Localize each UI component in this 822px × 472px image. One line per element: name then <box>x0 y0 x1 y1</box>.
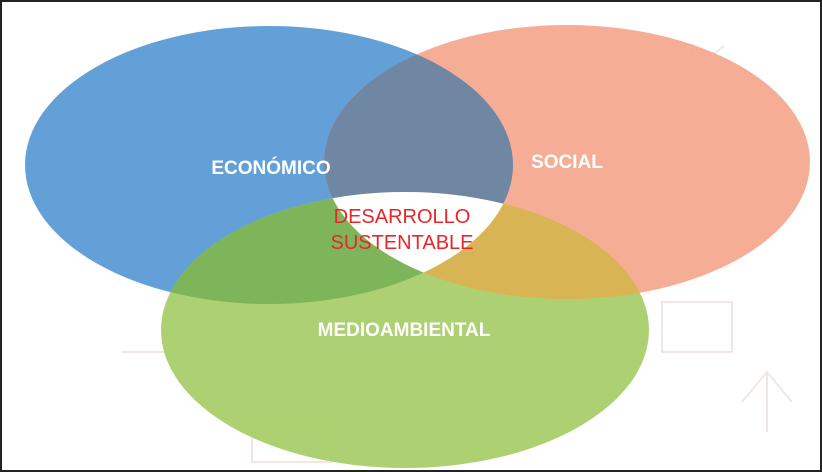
label-environmental: MEDIOAMBIENTAL <box>318 320 491 341</box>
watermark-illustrations <box>122 44 793 463</box>
label-economic: ECONÓMICO <box>211 157 330 179</box>
center-label-line2: SUSTENTABLE <box>331 232 474 254</box>
overlap-social-environmental <box>324 192 649 299</box>
overlap-economic-environmental <box>161 192 513 304</box>
label-social: SOCIAL <box>531 152 603 173</box>
center-label-line1: DESARROLLO <box>334 206 471 228</box>
